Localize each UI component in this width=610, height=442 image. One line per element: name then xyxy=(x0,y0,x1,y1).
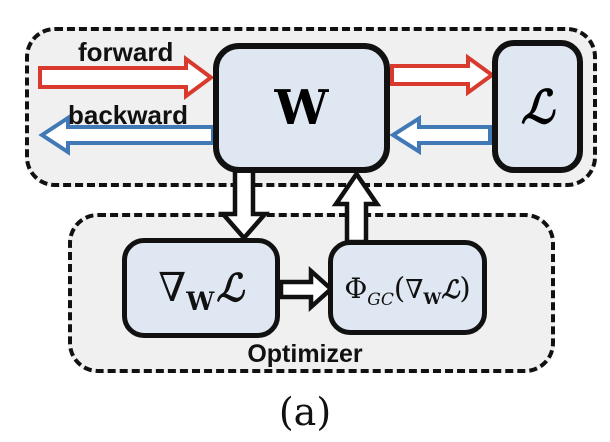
script-l-symbol: ℒ xyxy=(216,265,244,310)
gradient-to-gc-arrow-icon xyxy=(278,265,335,313)
close-paren: ) xyxy=(459,270,471,305)
forward-label: forward xyxy=(78,37,174,67)
open-paren: ( xyxy=(393,270,406,305)
optimizer-label: Optimizer xyxy=(247,340,363,368)
loss-to-w-arrow-icon xyxy=(389,114,492,156)
gc-to-w-arrow-icon xyxy=(331,170,382,245)
gc-function-box: Φ GC ( ∇ W ℒ ) xyxy=(328,240,487,335)
gradient-box: ∇ W ℒ xyxy=(122,238,280,338)
loss-symbol: ℒ xyxy=(520,79,555,134)
nabla-symbol: ∇ xyxy=(158,265,187,311)
nabla-symbol: ∇ xyxy=(405,274,424,305)
w-subscript: W xyxy=(423,288,442,308)
gradient-expression: ∇ W ℒ xyxy=(158,265,244,316)
loss-box: ℒ xyxy=(492,40,583,173)
gc-expression: Φ GC ( ∇ W ℒ ) xyxy=(344,270,471,310)
phi-symbol: Φ xyxy=(344,271,368,305)
gc-subscript: GC xyxy=(367,289,394,310)
weight-box: W xyxy=(213,43,390,173)
backward-arrow-icon xyxy=(38,114,215,156)
w-to-loss-arrow-icon xyxy=(390,53,496,97)
backward-label: backward xyxy=(68,100,188,130)
w-subscript: W xyxy=(186,287,215,316)
script-l-symbol: ℒ xyxy=(441,274,460,304)
weight-symbol: W xyxy=(274,80,329,136)
figure-caption: (a) xyxy=(278,390,332,434)
forward-arrow-icon xyxy=(38,55,215,100)
w-to-gradient-arrow-icon xyxy=(218,165,270,242)
